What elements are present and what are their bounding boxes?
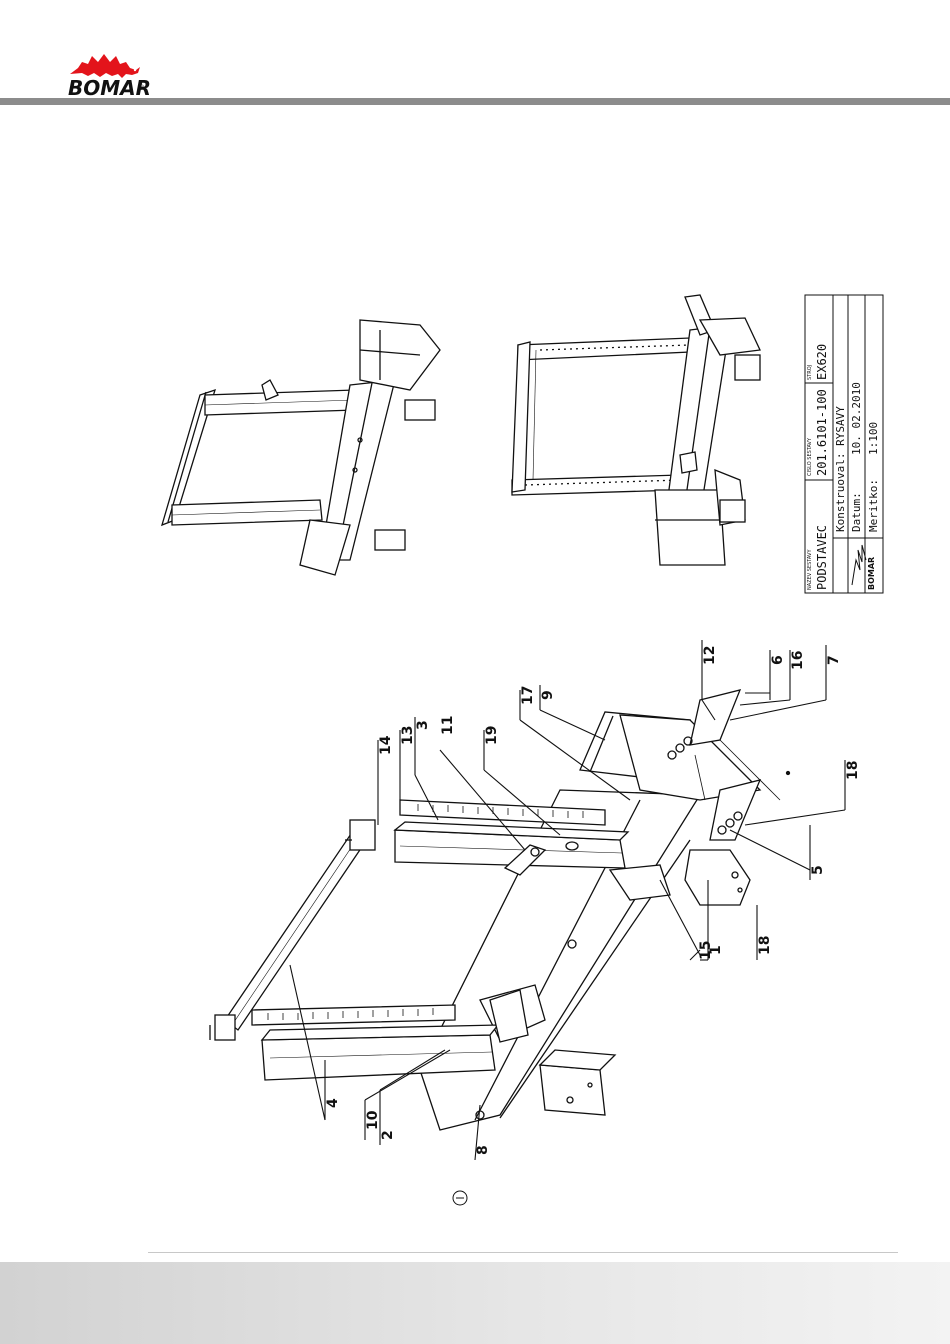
callout-9: 9 — [540, 690, 556, 700]
technical-drawing: NAZEV SESTAVY PODSTAVEC CISLO SESTAVY 20… — [0, 105, 950, 1255]
callout-10: 10 — [365, 1110, 381, 1130]
callout-11: 11 — [440, 716, 456, 735]
brand-registered-mark: ® — [138, 84, 145, 92]
callout-3: 3 — [415, 720, 431, 730]
dinosaur-logo-icon: BOMAR ® — [60, 40, 150, 100]
callout-2: 2 — [380, 1130, 396, 1140]
title-designer: Konstruoval: RYSAVY — [834, 406, 847, 532]
callout-4: 4 — [325, 1098, 341, 1108]
callout-16: 16 — [790, 651, 806, 670]
title-number-label: CISLO SESTAVY — [807, 437, 813, 476]
callout-17: 17 — [520, 686, 536, 705]
callout-7: 7 — [826, 655, 842, 665]
exploded-assembly-view — [210, 690, 790, 1130]
callout-8: 8 — [475, 1145, 491, 1155]
header-divider — [0, 98, 950, 105]
callout-18-top: 18 — [845, 761, 861, 780]
callout-6: 6 — [770, 655, 786, 665]
callout-13: 13 — [400, 726, 416, 745]
title-number-value: 201.6101-100 — [815, 389, 829, 476]
bomar-logo: BOMAR ® — [60, 40, 150, 100]
callout-12: 12 — [702, 646, 718, 665]
title-machine-label: STROJ — [807, 365, 813, 380]
title-scale-label: Meritko: — [867, 479, 880, 532]
footer-band — [0, 1262, 950, 1344]
title-machine-value: EX620 — [815, 344, 829, 380]
title-block: NAZEV SESTAVY PODSTAVEC CISLO SESTAVY 20… — [805, 295, 883, 593]
callout-18-bottom: 18 — [757, 936, 773, 955]
title-block-logo-text: BOMAR — [867, 557, 876, 590]
callout-15: 15 — [698, 941, 714, 960]
title-date-label: Datum: — [850, 492, 863, 532]
title-date-value: 10. 02.2010 — [850, 382, 863, 455]
assembly-view-small-left — [162, 320, 440, 575]
page-marker-icon — [453, 1191, 467, 1205]
title-scale-value: 1:100 — [867, 422, 880, 455]
page-header: BOMAR ® — [0, 0, 950, 105]
callout-19: 19 — [484, 726, 500, 745]
assembly-view-small-right — [512, 295, 760, 565]
footer-divider — [148, 1252, 898, 1253]
callout-14: 14 — [378, 735, 394, 755]
title-name-value: PODSTAVEC — [815, 525, 829, 590]
callout-5: 5 — [810, 865, 826, 875]
title-name-label: NAZEV SESTAVY — [807, 549, 813, 590]
